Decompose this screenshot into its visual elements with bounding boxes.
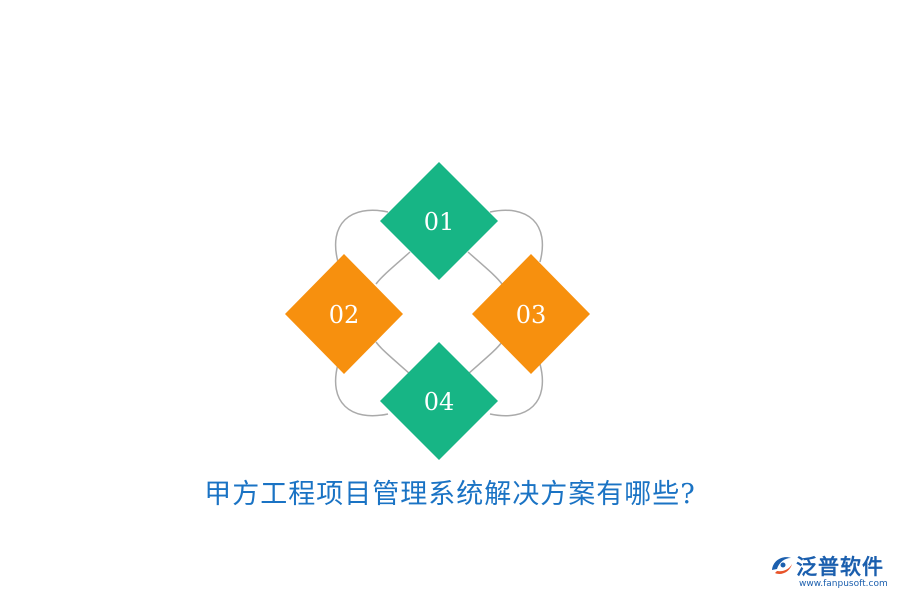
diamond-04: 04 [380, 342, 498, 460]
page-title: 甲方工程项目管理系统解决方案有哪些? [204, 479, 696, 510]
connector-outer-bottom-right [489, 363, 544, 417]
connector-inner-top-left [375, 251, 411, 285]
diamond-03: 03 [472, 254, 590, 374]
connector-inner-bottom-left [375, 341, 411, 375]
connector-inner-top-right [467, 251, 503, 285]
connector-outer-bottom-left [334, 363, 389, 417]
diamond-02-label: 02 [329, 301, 360, 329]
diamond-01-shape [380, 162, 498, 280]
connector-inner-bottom-right [467, 341, 503, 375]
logo-name: 泛普软件 [796, 555, 884, 579]
fanpusoft-logo: 泛普软件 www.fanpusoft.com [769, 550, 894, 592]
diamond-03-shape [472, 254, 590, 374]
diamond-02: 02 [285, 254, 403, 374]
four-step-diamond-diagram: 01 02 03 04 [285, 162, 590, 460]
connector-lines [334, 209, 544, 417]
diamond-01: 01 [380, 162, 498, 280]
diamond-02-shape [285, 254, 403, 374]
diamond-04-label: 04 [424, 388, 455, 416]
diamond-03-label: 03 [516, 301, 547, 329]
fanpu-logo-icon [772, 557, 792, 574]
diamond-04-shape [380, 342, 498, 460]
diamond-01-label: 01 [424, 208, 455, 236]
logo-url: www.fanpusoft.com [799, 579, 888, 589]
connector-outer-top-left [334, 209, 389, 263]
connector-outer-top-right [489, 209, 544, 263]
